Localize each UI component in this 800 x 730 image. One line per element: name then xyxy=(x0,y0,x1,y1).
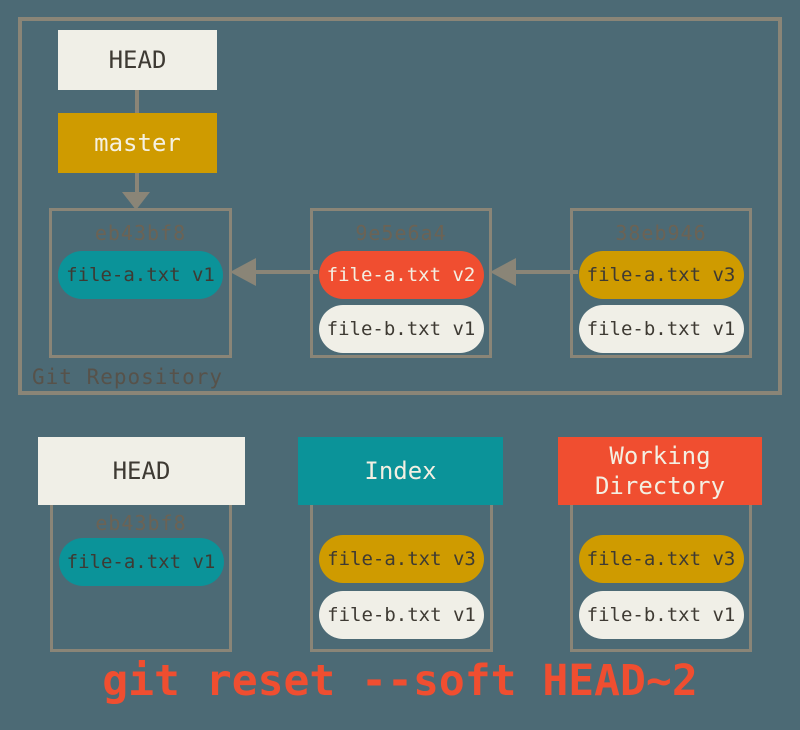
commit-hash: 9e5e6a4 xyxy=(355,221,447,245)
head-ref-box: HEAD xyxy=(58,30,217,90)
file-blob-label: file-a.txt v1 xyxy=(66,264,215,286)
index-area-header: Index xyxy=(298,437,503,505)
git-repository-label: Git Repository xyxy=(32,365,224,389)
file-blob-label: file-a.txt v1 xyxy=(66,551,216,573)
file-blob-label: file-b.txt v1 xyxy=(327,604,476,626)
master-to-commit-arrow-line xyxy=(135,173,139,194)
file-blob-label: file-a.txt v3 xyxy=(586,264,736,286)
file-blob-pill: file-a.txt v3 xyxy=(319,535,484,583)
branch-master-label: master xyxy=(94,129,181,157)
commit-hash: 38eb946 xyxy=(615,221,707,245)
file-blob-pill: file-b.txt v1 xyxy=(319,591,484,639)
commit-hash: eb43bf8 xyxy=(94,221,187,245)
working-directory-box: file-a.txt v3 file-b.txt v1 xyxy=(570,470,752,652)
commit-box-38eb946: 38eb946 file-a.txt v3 file-b.txt v1 xyxy=(570,208,752,358)
command-caption: git reset --soft HEAD~2 xyxy=(102,656,698,706)
commit-box-eb43bf8: eb43bf8 file-a.txt v1 xyxy=(49,208,232,358)
head-ref-label: HEAD xyxy=(108,46,167,74)
parent-arrow-line xyxy=(252,270,318,274)
file-blob-pill: file-b.txt v1 xyxy=(578,591,744,639)
file-blob-label: file-a.txt v3 xyxy=(327,548,476,570)
head-area-header: HEAD xyxy=(38,437,245,505)
file-blob-pill: file-a.txt v2 xyxy=(318,251,484,299)
arrow-left-icon xyxy=(490,258,516,286)
arrow-left-icon xyxy=(230,258,256,286)
file-blob-pill: file-b.txt v1 xyxy=(318,305,484,353)
commit-hash: eb43bf8 xyxy=(95,511,187,535)
head-to-master-connector xyxy=(135,90,139,113)
index-area-box: file-a.txt v3 file-b.txt v1 xyxy=(310,470,493,652)
commit-box-9e5e6a4: 9e5e6a4 file-a.txt v2 file-b.txt v1 xyxy=(310,208,492,358)
file-blob-label: file-b.txt v1 xyxy=(586,604,736,626)
working-directory-title: Working Directory xyxy=(594,442,726,500)
branch-master-box: master xyxy=(58,113,217,173)
arrow-down-icon xyxy=(122,192,150,210)
file-blob-pill: file-a.txt v3 xyxy=(578,251,744,299)
file-blob-label: file-b.txt v1 xyxy=(326,318,476,340)
git-repository-box: Git Repository xyxy=(18,17,782,395)
parent-arrow-line xyxy=(512,270,578,274)
file-blob-pill: file-b.txt v1 xyxy=(578,305,744,353)
head-area-box: eb43bf8 file-a.txt v1 xyxy=(50,470,232,652)
file-blob-label: file-b.txt v1 xyxy=(586,318,736,340)
file-blob-pill: file-a.txt v3 xyxy=(578,535,744,583)
head-area-title: HEAD xyxy=(112,457,171,485)
file-blob-label: file-a.txt v2 xyxy=(326,264,476,286)
file-blob-pill: file-a.txt v1 xyxy=(58,251,223,299)
file-blob-label: file-a.txt v3 xyxy=(586,548,736,570)
working-directory-header: Working Directory xyxy=(558,437,762,505)
file-blob-pill: file-a.txt v1 xyxy=(58,538,224,586)
index-area-title: Index xyxy=(364,457,437,485)
